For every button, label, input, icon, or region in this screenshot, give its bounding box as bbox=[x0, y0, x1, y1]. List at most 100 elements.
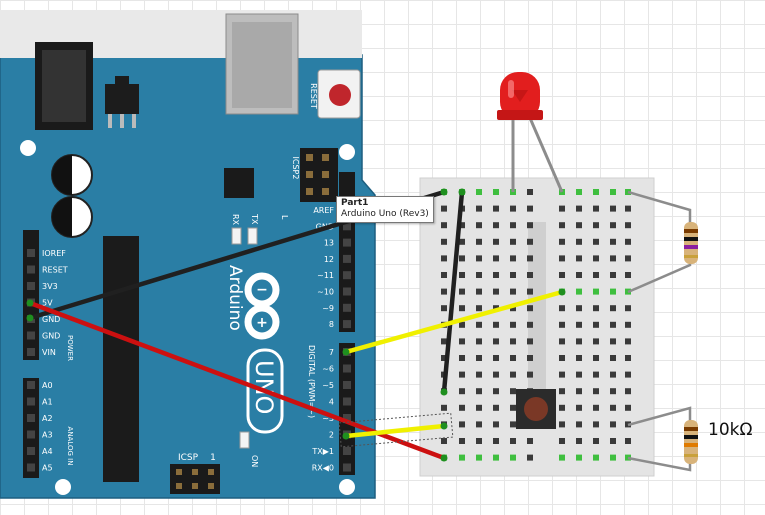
breadboard-hole[interactable] bbox=[593, 305, 599, 312]
breadboard-hole[interactable] bbox=[493, 388, 499, 395]
breadboard-hole[interactable] bbox=[441, 205, 447, 212]
breadboard-hole[interactable] bbox=[493, 205, 499, 212]
reset-button-icon[interactable] bbox=[317, 69, 361, 119]
breadboard-hole[interactable] bbox=[527, 321, 533, 328]
breadboard-hole[interactable] bbox=[510, 321, 516, 328]
wire-yellow-pin2[interactable] bbox=[345, 423, 445, 439]
breadboard-hole[interactable] bbox=[441, 404, 447, 411]
header-pin[interactable] bbox=[343, 414, 351, 422]
breadboard-hole[interactable] bbox=[625, 272, 631, 278]
breadboard-hole[interactable] bbox=[610, 288, 616, 295]
breadboard-hole[interactable] bbox=[559, 338, 565, 345]
breadboard-hole[interactable] bbox=[625, 371, 631, 378]
header-pin[interactable] bbox=[27, 331, 35, 340]
breadboard-hole[interactable] bbox=[476, 371, 482, 378]
header-pin[interactable] bbox=[27, 265, 35, 274]
breadboard-hole[interactable] bbox=[576, 189, 582, 195]
led-icon[interactable] bbox=[497, 72, 543, 120]
breadboard-hole[interactable] bbox=[625, 222, 631, 229]
breadboard-hole[interactable] bbox=[576, 454, 582, 461]
header-pin[interactable] bbox=[343, 287, 351, 296]
breadboard-hole[interactable] bbox=[610, 438, 616, 444]
breadboard-hole[interactable] bbox=[441, 305, 447, 312]
breadboard-hole[interactable] bbox=[459, 454, 465, 461]
breadboard-hole[interactable] bbox=[625, 255, 631, 262]
breadboard-hole[interactable] bbox=[527, 288, 533, 295]
breadboard-hole[interactable] bbox=[527, 454, 533, 461]
breadboard-hole[interactable] bbox=[593, 371, 599, 378]
breadboard-hole[interactable] bbox=[459, 305, 465, 312]
breadboard-hole[interactable] bbox=[576, 255, 582, 262]
resistor-icon[interactable] bbox=[684, 222, 698, 264]
breadboard-hole[interactable] bbox=[593, 222, 599, 229]
breadboard-hole[interactable] bbox=[510, 272, 516, 278]
header-pin[interactable] bbox=[27, 282, 35, 290]
breadboard-hole[interactable] bbox=[493, 421, 499, 428]
breadboard-hole[interactable] bbox=[441, 238, 447, 245]
breadboard-hole[interactable] bbox=[510, 404, 516, 411]
breadboard-hole[interactable] bbox=[441, 355, 447, 361]
breadboard-hole[interactable] bbox=[493, 371, 499, 378]
breadboard-hole[interactable] bbox=[527, 355, 533, 361]
breadboard-hole[interactable] bbox=[610, 238, 616, 245]
breadboard-hole[interactable] bbox=[510, 355, 516, 361]
breadboard-hole[interactable] bbox=[459, 321, 465, 328]
breadboard-hole[interactable] bbox=[510, 388, 516, 395]
breadboard-hole[interactable] bbox=[576, 404, 582, 411]
breadboard-hole[interactable] bbox=[559, 454, 565, 461]
header-pin[interactable] bbox=[343, 364, 351, 373]
breadboard-hole[interactable] bbox=[610, 321, 616, 328]
breadboard-hole[interactable] bbox=[625, 321, 631, 328]
breadboard-hole[interactable] bbox=[625, 404, 631, 411]
breadboard-hole[interactable] bbox=[559, 388, 565, 395]
breadboard-hole[interactable] bbox=[476, 388, 482, 395]
breadboard-hole[interactable] bbox=[576, 205, 582, 212]
breadboard-hole[interactable] bbox=[625, 388, 631, 395]
resistor-icon[interactable] bbox=[684, 420, 698, 464]
breadboard-hole[interactable] bbox=[610, 338, 616, 345]
breadboard-hole[interactable] bbox=[625, 305, 631, 312]
breadboard-hole[interactable] bbox=[493, 454, 499, 461]
breadboard-hole[interactable] bbox=[459, 438, 465, 444]
breadboard-hole[interactable] bbox=[593, 388, 599, 395]
breadboard-hole[interactable] bbox=[510, 438, 516, 444]
breadboard-hole[interactable] bbox=[476, 454, 482, 461]
header-pin[interactable] bbox=[27, 414, 35, 422]
breadboard-hole[interactable] bbox=[610, 272, 616, 278]
breadboard-hole[interactable] bbox=[593, 189, 599, 195]
breadboard-hole[interactable] bbox=[493, 438, 499, 444]
header-pin[interactable] bbox=[27, 447, 35, 455]
breadboard-hole[interactable] bbox=[476, 238, 482, 245]
breadboard-hole[interactable] bbox=[476, 272, 482, 278]
breadboard-hole[interactable] bbox=[510, 305, 516, 312]
breadboard-hole[interactable] bbox=[493, 222, 499, 229]
breadboard-hole[interactable] bbox=[510, 238, 516, 245]
breadboard-hole[interactable] bbox=[610, 355, 616, 361]
breadboard-hole[interactable] bbox=[459, 272, 465, 278]
breadboard-hole[interactable] bbox=[459, 355, 465, 361]
breadboard-hole[interactable] bbox=[625, 355, 631, 361]
breadboard-hole[interactable] bbox=[559, 421, 565, 428]
breadboard-hole[interactable] bbox=[459, 288, 465, 295]
breadboard-hole[interactable] bbox=[527, 438, 533, 444]
breadboard-hole[interactable] bbox=[459, 421, 465, 428]
breadboard-hole[interactable] bbox=[576, 371, 582, 378]
breadboard-hole[interactable] bbox=[510, 371, 516, 378]
breadboard-hole[interactable] bbox=[527, 255, 533, 262]
header-pin[interactable] bbox=[27, 397, 35, 406]
breadboard-hole[interactable] bbox=[510, 338, 516, 345]
header-pin[interactable] bbox=[27, 463, 35, 472]
breadboard-hole[interactable] bbox=[625, 438, 631, 444]
breadboard-hole[interactable] bbox=[576, 321, 582, 328]
breadboard-hole[interactable] bbox=[625, 454, 631, 461]
breadboard-hole[interactable] bbox=[493, 288, 499, 295]
breadboard-hole[interactable] bbox=[576, 238, 582, 245]
breadboard-hole[interactable] bbox=[610, 222, 616, 229]
breadboard-hole[interactable] bbox=[459, 404, 465, 411]
breadboard-hole[interactable] bbox=[593, 272, 599, 278]
breadboard-hole[interactable] bbox=[441, 222, 447, 229]
breadboard-hole[interactable] bbox=[510, 205, 516, 212]
breadboard-hole[interactable] bbox=[593, 321, 599, 328]
header-pin[interactable] bbox=[343, 222, 351, 231]
breadboard-hole[interactable] bbox=[459, 222, 465, 229]
